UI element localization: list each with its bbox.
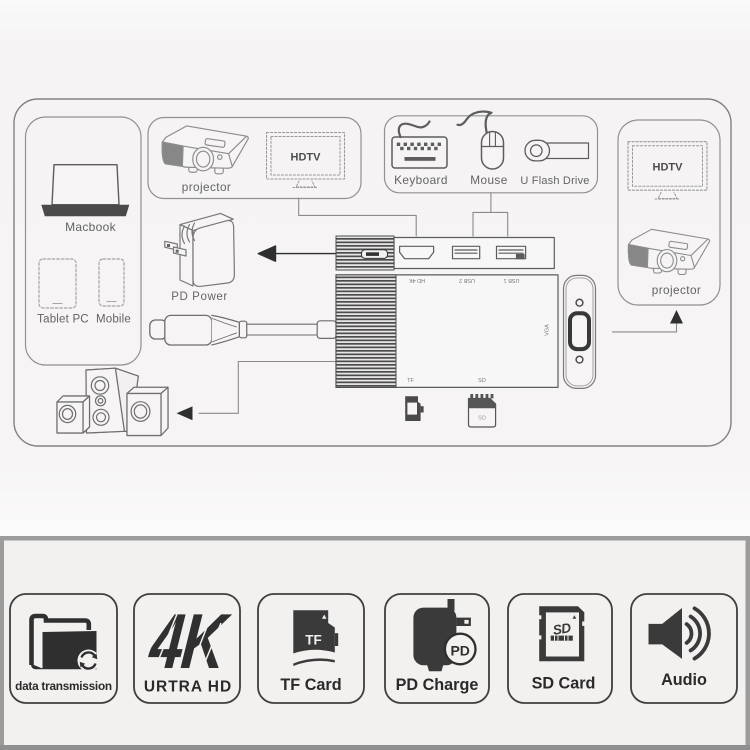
svg-text:USB 1: USB 1 <box>504 277 520 283</box>
svg-text:Tablet PC: Tablet PC <box>37 314 89 326</box>
svg-text:URTRA HD: URTRA HD <box>144 679 232 696</box>
svg-text:Keyboard: Keyboard <box>394 173 448 187</box>
svg-text:TF: TF <box>305 633 322 648</box>
svg-text:SD: SD <box>552 620 573 638</box>
svg-text:USB 2: USB 2 <box>459 277 475 283</box>
svg-text:Audio: Audio <box>661 671 707 689</box>
svg-text:projector: projector <box>182 180 232 194</box>
svg-text:SD: SD <box>478 378 486 384</box>
svg-text:HDTV: HDTV <box>291 152 322 164</box>
svg-text:Macbook: Macbook <box>65 220 116 234</box>
svg-text:PD Charge: PD Charge <box>396 676 479 694</box>
svg-text:Mobile: Mobile <box>96 314 131 326</box>
svg-text:HD 4K: HD 4K <box>409 277 426 283</box>
svg-text:Mouse: Mouse <box>470 173 507 187</box>
svg-text:projector: projector <box>652 283 702 297</box>
svg-text:U Flash Drive: U Flash Drive <box>520 175 589 187</box>
svg-text:HDTV: HDTV <box>653 162 684 174</box>
svg-text:VGA: VGA <box>545 324 551 336</box>
svg-text:TF: TF <box>407 378 414 384</box>
svg-text:TF Card: TF Card <box>280 676 341 694</box>
svg-text:PD Power: PD Power <box>171 291 228 303</box>
svg-text:SD: SD <box>478 416 486 422</box>
svg-text:SD Card: SD Card <box>532 675 596 693</box>
svg-text:4K: 4K <box>145 598 234 685</box>
svg-text:PD: PD <box>450 643 469 659</box>
svg-text:data transmission: data transmission <box>15 679 112 693</box>
